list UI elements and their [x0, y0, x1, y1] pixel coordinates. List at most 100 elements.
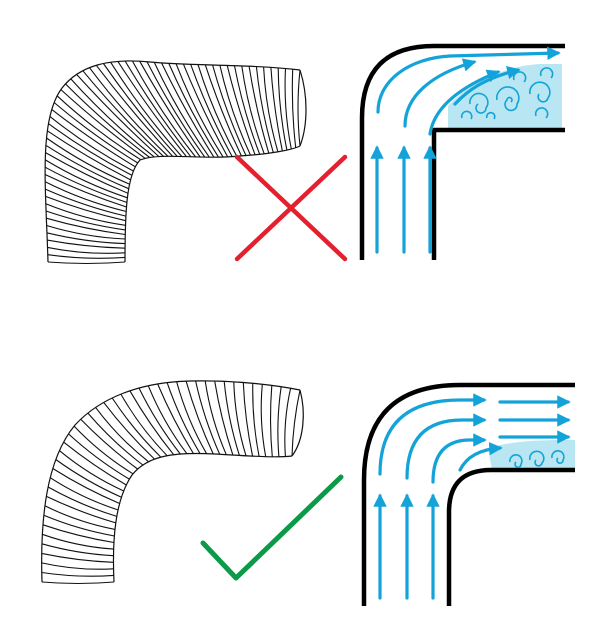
- hose-rib: [42, 524, 114, 544]
- hose-rib: [277, 386, 282, 457]
- hose-rib: [47, 239, 126, 249]
- hose-rib: [124, 60, 192, 158]
- good-panel: [41, 380, 575, 606]
- hose-rib: [166, 382, 201, 454]
- hose-rib: [59, 450, 124, 492]
- hose-rib: [46, 224, 126, 240]
- kinked-hose: [44, 60, 307, 265]
- hose-rib: [41, 581, 115, 585]
- hose-rib: [252, 383, 260, 457]
- hose-rib: [111, 397, 162, 458]
- hose-rib: [41, 562, 114, 570]
- hose-rib: [291, 389, 301, 457]
- hose-rib: [89, 67, 169, 157]
- hose-rib: [49, 477, 119, 511]
- hose-rib: [291, 69, 297, 148]
- hose-rib: [80, 418, 138, 470]
- hose-rib: [45, 188, 127, 217]
- hose-rib: [255, 66, 274, 153]
- hose-rib: [49, 115, 134, 172]
- hose-rib: [70, 78, 155, 158]
- bad-panel: [44, 43, 565, 265]
- hose-rib: [270, 67, 283, 152]
- hose-rib: [204, 64, 242, 157]
- hose-rib: [46, 137, 130, 185]
- hose-rib: [241, 65, 265, 154]
- hose-rib: [56, 95, 142, 161]
- turbulence-swirls: [460, 67, 554, 120]
- hose-rib: [147, 385, 188, 454]
- hose-rib: [44, 181, 127, 213]
- hose-rib: [176, 381, 208, 454]
- hose-rib: [47, 246, 126, 254]
- hose-rib: [68, 433, 130, 480]
- hose-rib: [190, 64, 233, 157]
- rounded-bend-duct: [361, 382, 575, 606]
- hose-rib: [46, 217, 126, 236]
- hose-rib: [139, 60, 201, 158]
- hose-rib: [269, 385, 273, 457]
- hose-rib: [168, 63, 219, 158]
- hose-rib: [46, 130, 131, 181]
- hose-rib: [95, 64, 174, 157]
- hose-rib: [43, 514, 115, 537]
- hose-rib: [120, 393, 168, 457]
- hose-rib: [45, 203, 126, 226]
- hose-rib: [53, 102, 138, 164]
- hose-rib: [87, 412, 144, 466]
- duct-outer-wall: [359, 43, 565, 260]
- hose-rib: [73, 425, 134, 475]
- hose-rib: [45, 159, 128, 199]
- hose-rib: [175, 63, 224, 158]
- hose-rib: [157, 383, 194, 454]
- hose-rib: [277, 67, 288, 151]
- hose-rib: [41, 543, 114, 557]
- hose-rib: [46, 495, 116, 524]
- hose-rib: [263, 66, 279, 152]
- flow-arrows: [373, 393, 571, 600]
- hose-rib: [45, 210, 126, 231]
- hose-rib: [55, 459, 122, 498]
- hose-rib: [297, 69, 301, 147]
- hose-rib: [260, 384, 267, 457]
- hose-rib: [284, 68, 292, 150]
- hose-rib: [242, 382, 254, 457]
- cross-icon: [234, 154, 348, 262]
- hose-rib: [103, 402, 155, 460]
- hose-rib: [110, 61, 183, 157]
- hose-rib: [45, 195, 126, 222]
- hose-rib: [284, 388, 292, 457]
- hose-rib: [138, 387, 181, 455]
- hose-rib: [204, 380, 227, 455]
- hose-rib: [48, 123, 133, 176]
- hose-rib: [44, 505, 116, 530]
- hose-rib: [248, 66, 270, 154]
- hose-rib: [44, 166, 128, 203]
- turbulence-zone: [448, 64, 562, 128]
- duct-outer-wall: [361, 382, 575, 606]
- hose-rib: [219, 65, 251, 156]
- hose-rib: [52, 468, 120, 505]
- hose-rib: [197, 64, 238, 157]
- hose-rib: [45, 144, 129, 190]
- sharp-bend-duct: [359, 43, 565, 260]
- hose-rib: [212, 64, 247, 156]
- hose-rib: [76, 74, 160, 157]
- hose-rib: [45, 152, 129, 194]
- hose-rib: [41, 552, 114, 563]
- hose-rib: [47, 486, 117, 517]
- hose-rib: [65, 83, 151, 158]
- hose-rib: [146, 61, 206, 158]
- duct-inner-wall: [431, 127, 565, 260]
- duct-inner-wall: [446, 467, 575, 606]
- hose-rib: [233, 381, 247, 456]
- hose-rib: [44, 174, 127, 208]
- hose-rib: [223, 381, 240, 456]
- hose-rib: [226, 65, 256, 155]
- hose-rib: [102, 63, 178, 157]
- flow-arrows: [370, 46, 561, 254]
- check-icon: [200, 474, 344, 581]
- hose-rib: [63, 441, 127, 486]
- hose-rib: [182, 63, 229, 158]
